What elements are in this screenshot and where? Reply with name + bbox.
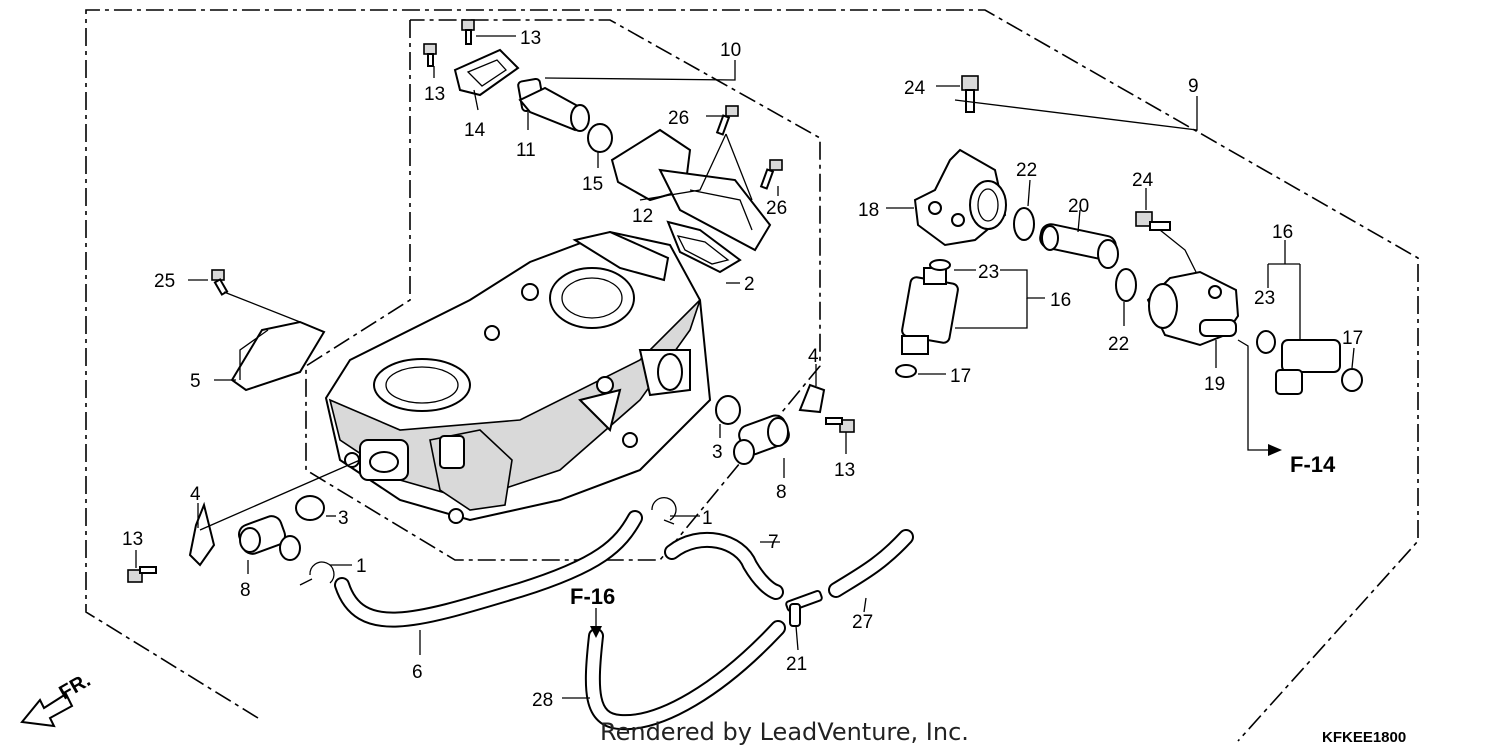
part-11-idle-valve[interactable] <box>517 77 590 132</box>
bolt-13-top-a[interactable] <box>461 19 475 45</box>
f16-arrow-head <box>590 626 602 638</box>
callout-23-c23a[interactable]: 23 <box>978 262 999 283</box>
callout-28-c28[interactable]: 28 <box>532 690 553 711</box>
part-19-joint[interactable] <box>1146 270 1240 347</box>
callout-3-c3b[interactable]: 3 <box>338 508 349 529</box>
part-15-o-ring[interactable] <box>587 123 613 153</box>
bolt-26-a[interactable] <box>715 105 739 136</box>
part-17-seal-b[interactable] <box>1341 368 1363 392</box>
callout-23-c23b[interactable]: 23 <box>1254 288 1275 309</box>
callout-11-c11[interactable]: 11 <box>516 140 536 161</box>
part-21-joint[interactable] <box>785 589 823 627</box>
callout-8-c8a[interactable]: 8 <box>776 482 787 503</box>
part-8-fitting-right[interactable] <box>733 413 792 465</box>
diagram-code: KFKEE1800 <box>1322 729 1406 746</box>
outer-boundary <box>85 9 1419 742</box>
callout-1-c1a[interactable]: 1 <box>702 508 713 529</box>
bolt-24-a[interactable] <box>961 75 979 113</box>
part-2-gasket[interactable] <box>666 220 742 274</box>
callout-16-c16a[interactable]: 16 <box>1050 290 1071 311</box>
part-14-gasket[interactable] <box>453 48 520 97</box>
callout-24-c24b[interactable]: 24 <box>1132 170 1154 191</box>
callout-20-c20[interactable]: 20 <box>1068 196 1089 217</box>
callout-15-c15[interactable]: 15 <box>582 174 603 195</box>
part-23-o-ring-b[interactable] <box>1256 330 1276 354</box>
part-18-joint[interactable] <box>913 148 1007 247</box>
watermark-text: Rendered by LeadVenture, Inc. <box>600 718 969 746</box>
callout-17-c17b[interactable]: 17 <box>1342 328 1363 349</box>
callout-13-c13c[interactable]: 13 <box>834 460 855 481</box>
part-16-injector-left[interactable] <box>901 267 959 355</box>
callout-7-c7[interactable]: 7 <box>768 532 779 553</box>
part-22-o-ring-b[interactable] <box>1115 268 1137 302</box>
callout-14-c14[interactable]: 14 <box>464 120 486 141</box>
callout-24-c24a[interactable]: 24 <box>904 78 926 99</box>
part-20-pipe[interactable] <box>1038 222 1119 269</box>
part-4-bracket-left[interactable] <box>188 501 216 567</box>
callout-22-c22a[interactable]: 22 <box>1016 160 1037 181</box>
callout-6-c6[interactable]: 6 <box>412 662 423 683</box>
bolt-13-left[interactable] <box>127 566 157 583</box>
callout-12-c12[interactable]: 12 <box>632 206 653 227</box>
callout-26-c26b[interactable]: 26 <box>766 198 787 219</box>
callout-2-c2[interactable]: 2 <box>744 274 755 295</box>
ref-f-14[interactable]: F-14 <box>1290 452 1336 477</box>
part-3-o-ring-left[interactable] <box>295 495 325 521</box>
callout-13-c13a[interactable]: 13 <box>520 28 541 49</box>
callout-9-c9[interactable]: 9 <box>1188 76 1199 97</box>
part-23-o-ring-a[interactable] <box>929 259 951 271</box>
leader-lines <box>135 35 1355 699</box>
callout-4-c4a[interactable]: 4 <box>808 346 819 367</box>
front-direction-indicator: FR. <box>20 669 94 728</box>
inner-boundary-group-10 <box>305 19 821 561</box>
part-4-bracket-right[interactable] <box>798 383 826 414</box>
callout-26-c26a[interactable]: 26 <box>668 108 689 129</box>
part-12-sensor[interactable] <box>610 128 772 252</box>
callout-5-c5[interactable]: 5 <box>190 371 201 392</box>
bolt-13-right[interactable] <box>825 417 855 433</box>
callout-27-c27[interactable]: 27 <box>852 612 873 633</box>
part-3-o-ring-right[interactable] <box>715 395 741 425</box>
bolt-25[interactable] <box>211 269 229 296</box>
ref-f-16[interactable]: F-16 <box>570 584 615 609</box>
throttle-body[interactable] <box>324 230 712 524</box>
callout-25-c25[interactable]: 25 <box>154 271 175 292</box>
callout-13-c13d[interactable]: 13 <box>122 529 143 550</box>
part-5-bracket[interactable] <box>230 320 326 392</box>
callout-22-c22b[interactable]: 22 <box>1108 334 1129 355</box>
callout-13-c13b[interactable]: 13 <box>424 84 445 105</box>
callout-8-c8b[interactable]: 8 <box>240 580 251 601</box>
bolt-24-b[interactable] <box>1135 211 1171 231</box>
part-17-seal-a[interactable] <box>895 364 917 378</box>
bolt-26-b[interactable] <box>759 159 783 190</box>
bolt-13-top-b[interactable] <box>423 43 437 67</box>
part-22-o-ring-a[interactable] <box>1013 207 1035 241</box>
callout-18-c18[interactable]: 18 <box>858 200 879 221</box>
callout-3-c3a[interactable]: 3 <box>712 442 723 463</box>
callout-1-c1b[interactable]: 1 <box>356 556 367 577</box>
callout-10-c10[interactable]: 10 <box>720 40 741 61</box>
callout-16-c16b[interactable]: 16 <box>1272 222 1293 243</box>
part-16-injector-right[interactable] <box>1275 339 1341 395</box>
part-1-clip-right[interactable] <box>651 496 677 525</box>
part-1-clip-left[interactable] <box>299 561 335 586</box>
callout-21-c21[interactable]: 21 <box>786 654 807 675</box>
part-8-fitting-left[interactable] <box>236 513 301 561</box>
callout-19-c19[interactable]: 19 <box>1204 374 1225 395</box>
callout-4-c4b[interactable]: 4 <box>190 484 201 505</box>
callout-17-c17a[interactable]: 17 <box>950 366 971 387</box>
